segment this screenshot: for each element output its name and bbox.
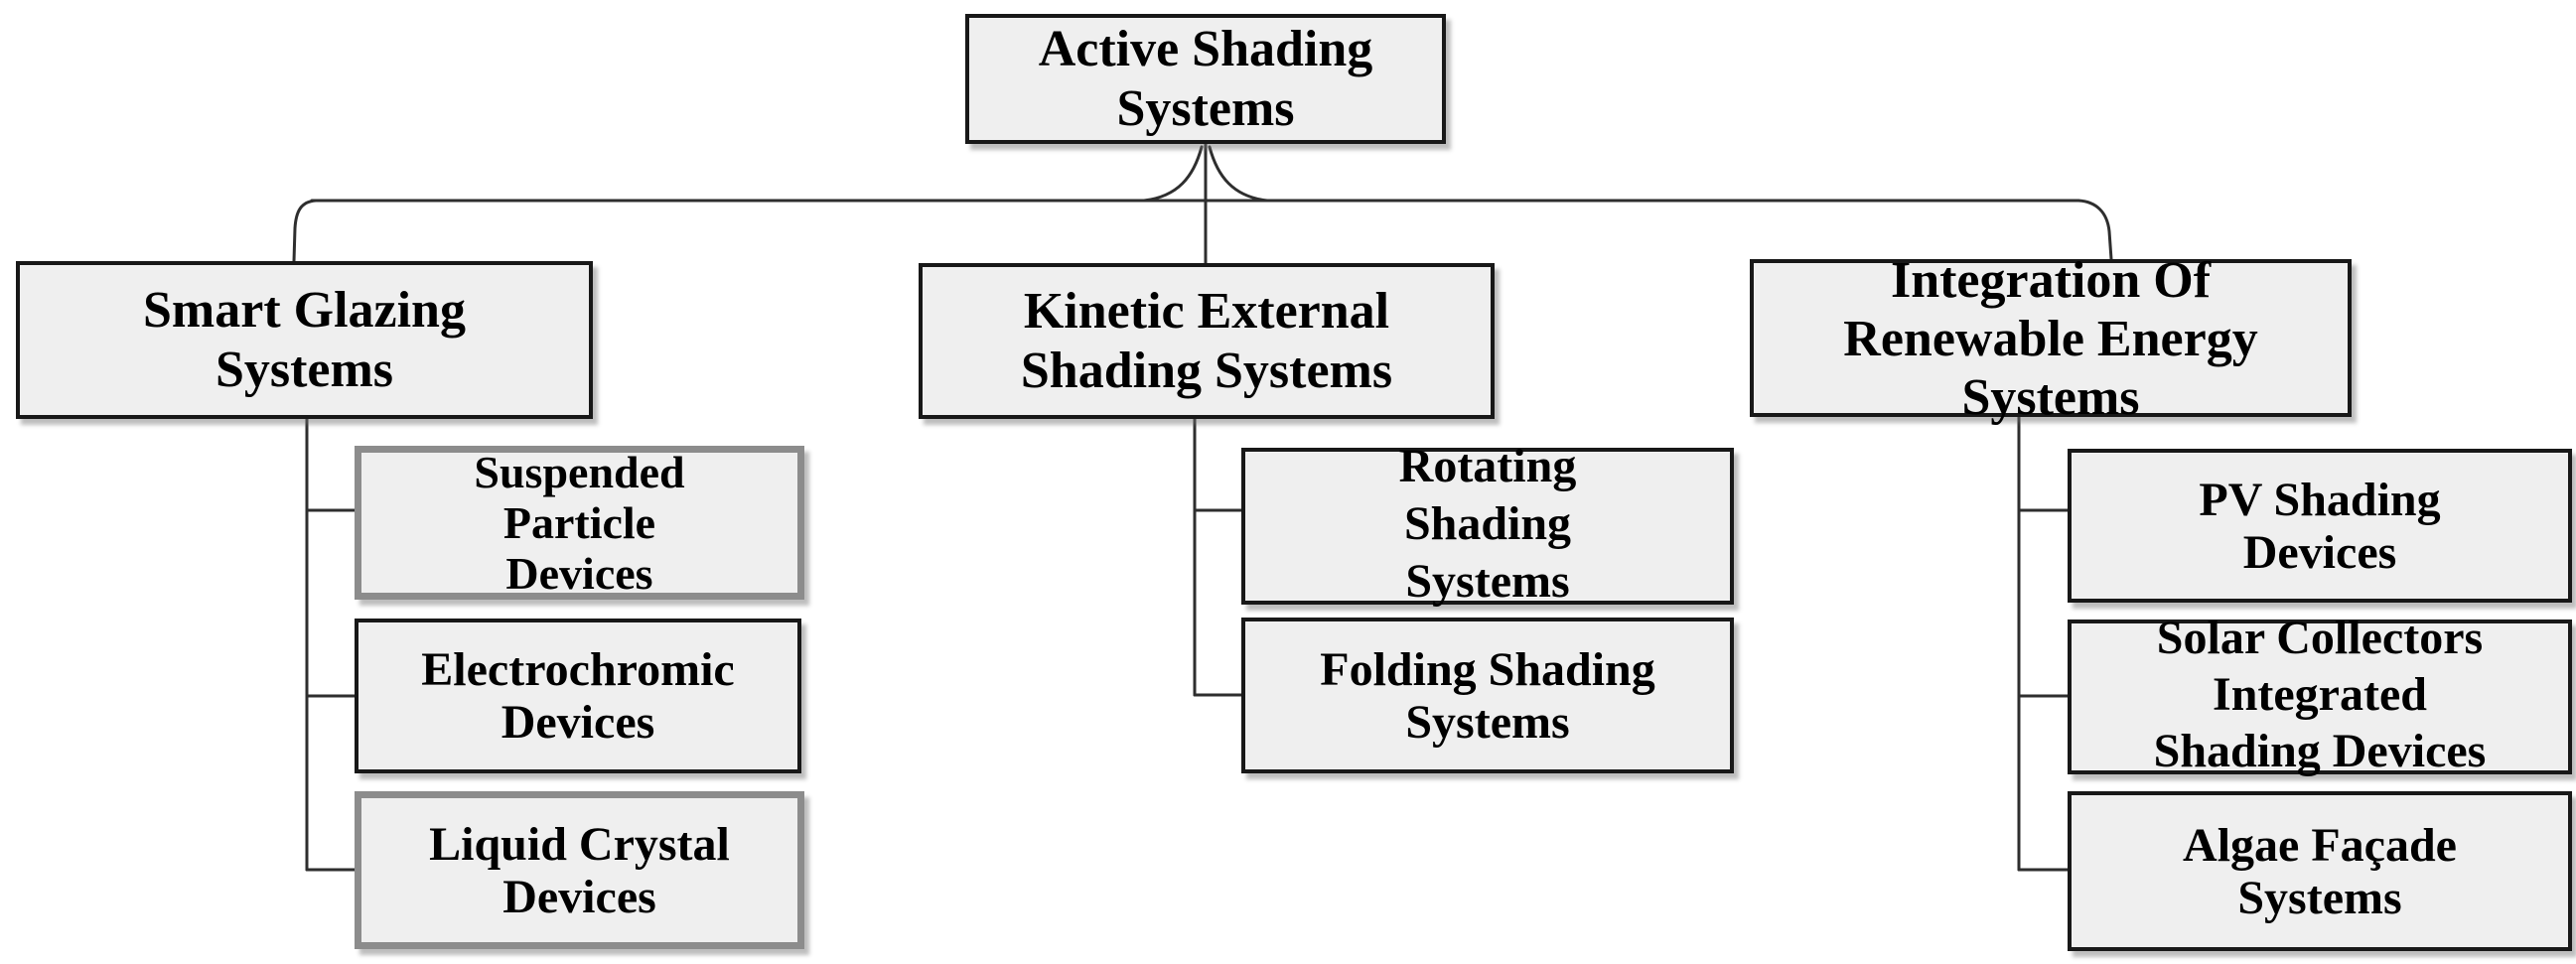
connector-funnel-right-flare [1208,145,1269,203]
node-label-line: Solar Collectors [2156,612,2484,664]
node-label-line: Folding Shading [1320,642,1655,696]
node-label-line: Devices [2242,525,2397,579]
node-label: Smart Glazing Systems [20,281,589,400]
node-rotating-shading-systems: Rotating Shading Systems [1241,440,1734,608]
node-smart-glazing-systems: Smart Glazing Systems [16,261,593,419]
node-label-line: Rotating [1398,440,1577,492]
node-label-line: Shading Systems [1020,342,1393,399]
node-label: Active Shading Systems [969,20,1442,139]
node-liquid-crystal-devices: Liquid Crystal Devices [355,791,804,949]
node-label: Electrochromic Devices [358,643,797,749]
node-label-line: Systems [1116,79,1295,137]
node-label-line: Devices [502,870,656,923]
node-label-line: Devices [501,696,655,749]
node-label: PV Shading Devices [2072,474,2568,579]
node-label-line: Devices [505,548,653,599]
node-label-line: Systems [1961,369,2140,426]
node-label-line: Algae Façade [2183,818,2457,872]
node-label-line: Systems [215,341,394,398]
node-label-line: Integration Of [1890,252,2212,309]
connector-bus-left-drop [292,199,318,263]
node-label-line: Kinetic External [1023,282,1390,340]
node-label-line: Shading [1403,497,1572,550]
node-solar-collectors-integrated-shading-devices: Solar Collectors Integrated Shading Devi… [2068,612,2572,777]
node-label: Rotating Shading Systems [1245,438,1730,611]
node-algae-facade-systems: Algae Façade Systems [2068,791,2572,951]
node-active-shading-systems: Active Shading Systems [965,14,1446,144]
node-label-line: Particle [502,497,656,548]
node-label-line: Systems [2237,871,2402,924]
node-label-line: Liquid Crystal [429,817,730,871]
node-pv-shading-devices: PV Shading Devices [2068,449,2572,603]
node-integration-of-renewable-energy-systems: Integration Of Renewable Energy Systems [1750,252,2352,426]
node-electrochromic-devices: Electrochromic Devices [355,619,801,773]
node-kinetic-external-shading-systems: Kinetic External Shading Systems [919,263,1495,419]
node-label: Suspended Particle Devices [361,447,797,599]
node-label-line: PV Shading [2199,473,2441,526]
node-label-line: Integrated [2213,668,2427,721]
node-label-line: Suspended [474,447,685,497]
node-label: Algae Façade Systems [2072,819,2568,924]
connector-funnel-left-flare [1142,145,1204,203]
node-label: Folding Shading Systems [1245,643,1730,749]
node-label-line: Systems [1405,695,1570,749]
node-label-line: Shading Devices [2153,725,2487,777]
node-label-line: Smart Glazing [143,281,466,339]
node-label-line: Active Shading [1038,20,1373,77]
node-label: Integration Of Renewable Energy Systems [1754,251,2348,427]
node-label-line: Renewable Energy [1843,311,2258,367]
node-label: Liquid Crystal Devices [361,818,797,923]
node-suspended-particle-devices: Suspended Particle Devices [355,446,804,600]
node-label-line: Electrochromic [421,643,735,696]
node-label-line: Systems [1405,555,1570,608]
node-label: Kinetic External Shading Systems [923,282,1491,401]
node-folding-shading-systems: Folding Shading Systems [1241,618,1734,773]
node-label: Solar Collectors Integrated Shading Devi… [2072,610,2568,779]
connector-bus-right-drop [2076,199,2113,261]
